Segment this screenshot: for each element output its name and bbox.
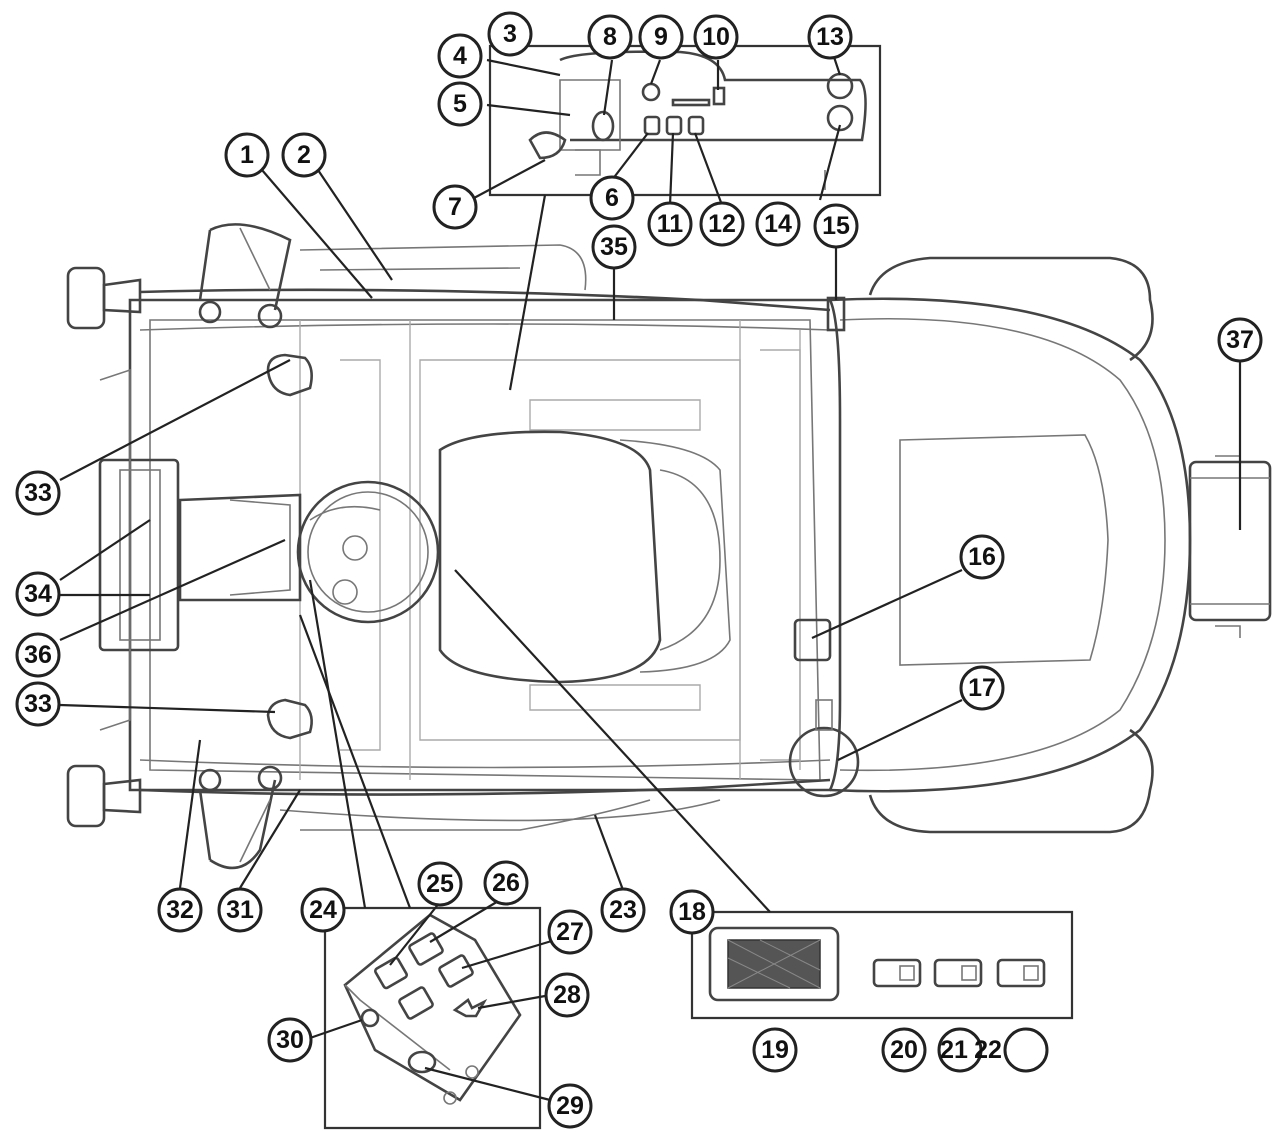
svg-text:26: 26 <box>492 869 520 897</box>
callout-2: 2 <box>281 132 327 178</box>
callout-9: 9 <box>638 14 684 60</box>
joystick-bottom <box>266 698 313 740</box>
svg-text:32: 32 <box>166 896 194 924</box>
front-light-top <box>66 266 142 330</box>
svg-text:31: 31 <box>226 896 254 924</box>
callout-33-top: 33 <box>15 470 61 516</box>
svg-text:12: 12 <box>708 210 736 238</box>
svg-text:1: 1 <box>240 141 254 169</box>
callout-18: 18 <box>669 889 715 935</box>
svg-text:15: 15 <box>822 212 850 240</box>
svg-text:13: 13 <box>816 23 844 51</box>
svg-text:7: 7 <box>448 193 462 221</box>
vehicle-body <box>128 244 842 831</box>
callout-1: 1 <box>224 132 270 178</box>
svg-text:22: 22 <box>974 1036 1002 1064</box>
callout-33-bottom: 33 <box>15 681 61 727</box>
rear-hitch <box>1188 455 1272 638</box>
callout-4: 4 <box>437 33 483 79</box>
callout-36: 36 <box>15 632 61 678</box>
right-column-lever <box>793 618 832 662</box>
svg-text:9: 9 <box>654 23 668 51</box>
svg-text:36: 36 <box>24 641 52 669</box>
callout-32: 32 <box>157 887 203 933</box>
callout-11: 11 <box>647 201 693 247</box>
switch-panel-inset <box>323 906 542 1130</box>
fuel-tank-cap <box>788 699 860 798</box>
operator-seat <box>438 430 731 684</box>
callout-8: 8 <box>587 14 633 60</box>
svg-text:14: 14 <box>764 210 792 238</box>
callout-13: 13 <box>807 14 853 60</box>
svg-text:2: 2 <box>297 141 311 169</box>
svg-text:5: 5 <box>453 90 467 118</box>
svg-text:17: 17 <box>968 674 996 702</box>
callout-6: 6 <box>589 175 635 221</box>
svg-text:25: 25 <box>426 870 454 898</box>
front-tool-bracket <box>98 368 302 731</box>
svg-text:35: 35 <box>600 233 628 261</box>
svg-text:10: 10 <box>702 23 730 51</box>
callout-14: 14 <box>755 201 801 247</box>
svg-text:4: 4 <box>453 42 467 70</box>
steering-wheel <box>296 480 440 624</box>
svg-text:33: 33 <box>24 479 52 507</box>
front-light-bottom <box>66 764 142 828</box>
mirror-arm-top <box>198 223 292 329</box>
rear-wheel-bottom <box>868 728 1154 834</box>
callout-21: 21 <box>937 1027 983 1073</box>
mirror-arm-bottom <box>198 765 283 870</box>
rear-wheel-top <box>868 256 1154 362</box>
svg-text:19: 19 <box>761 1036 789 1064</box>
callout-10: 10 <box>693 14 739 60</box>
callout-37: 37 <box>1217 317 1263 363</box>
svg-text:16: 16 <box>968 543 996 571</box>
callout-22: 22 <box>974 1027 1049 1073</box>
svg-text:3: 3 <box>503 20 517 48</box>
callout-15: 15 <box>813 203 859 249</box>
callout-29: 29 <box>547 1083 593 1129</box>
svg-text:11: 11 <box>657 210 684 238</box>
callout-24: 24 <box>300 887 346 933</box>
callout-17: 17 <box>959 665 1005 711</box>
svg-text:34: 34 <box>24 580 52 608</box>
dashboard-inset <box>488 44 882 197</box>
svg-text:28: 28 <box>553 981 581 1009</box>
callout-31: 31 <box>217 887 263 933</box>
joystick-top <box>266 353 313 397</box>
svg-text:30: 30 <box>276 1026 304 1054</box>
callout-23: 23 <box>600 887 646 933</box>
svg-text:6: 6 <box>605 184 619 212</box>
leader-lines <box>59 44 1242 1102</box>
callout-25: 25 <box>417 861 463 907</box>
callout-28: 28 <box>544 972 590 1018</box>
callout-27: 27 <box>547 909 593 955</box>
display-switch-inset <box>690 910 1074 1020</box>
callout-12: 12 <box>699 201 745 247</box>
svg-text:23: 23 <box>609 896 637 924</box>
svg-text:21: 21 <box>940 1036 968 1064</box>
callout-5: 5 <box>437 81 483 127</box>
callout-19: 19 <box>752 1027 798 1073</box>
callout-16: 16 <box>959 534 1005 580</box>
svg-text:29: 29 <box>556 1092 584 1120</box>
svg-text:24: 24 <box>309 896 337 924</box>
svg-text:37: 37 <box>1226 326 1254 354</box>
svg-text:18: 18 <box>678 898 706 926</box>
callout-35: 35 <box>591 224 637 270</box>
callout-20: 20 <box>881 1027 927 1073</box>
svg-text:8: 8 <box>603 23 617 51</box>
callout-3: 3 <box>487 11 533 57</box>
engine-hood <box>829 297 1192 793</box>
svg-text:27: 27 <box>556 918 584 946</box>
svg-text:33: 33 <box>24 690 52 718</box>
callout-7: 7 <box>432 184 478 230</box>
callout-26: 26 <box>483 860 529 906</box>
svg-text:20: 20 <box>890 1036 918 1064</box>
callout-30: 30 <box>267 1017 313 1063</box>
callout-34: 34 <box>15 571 61 617</box>
